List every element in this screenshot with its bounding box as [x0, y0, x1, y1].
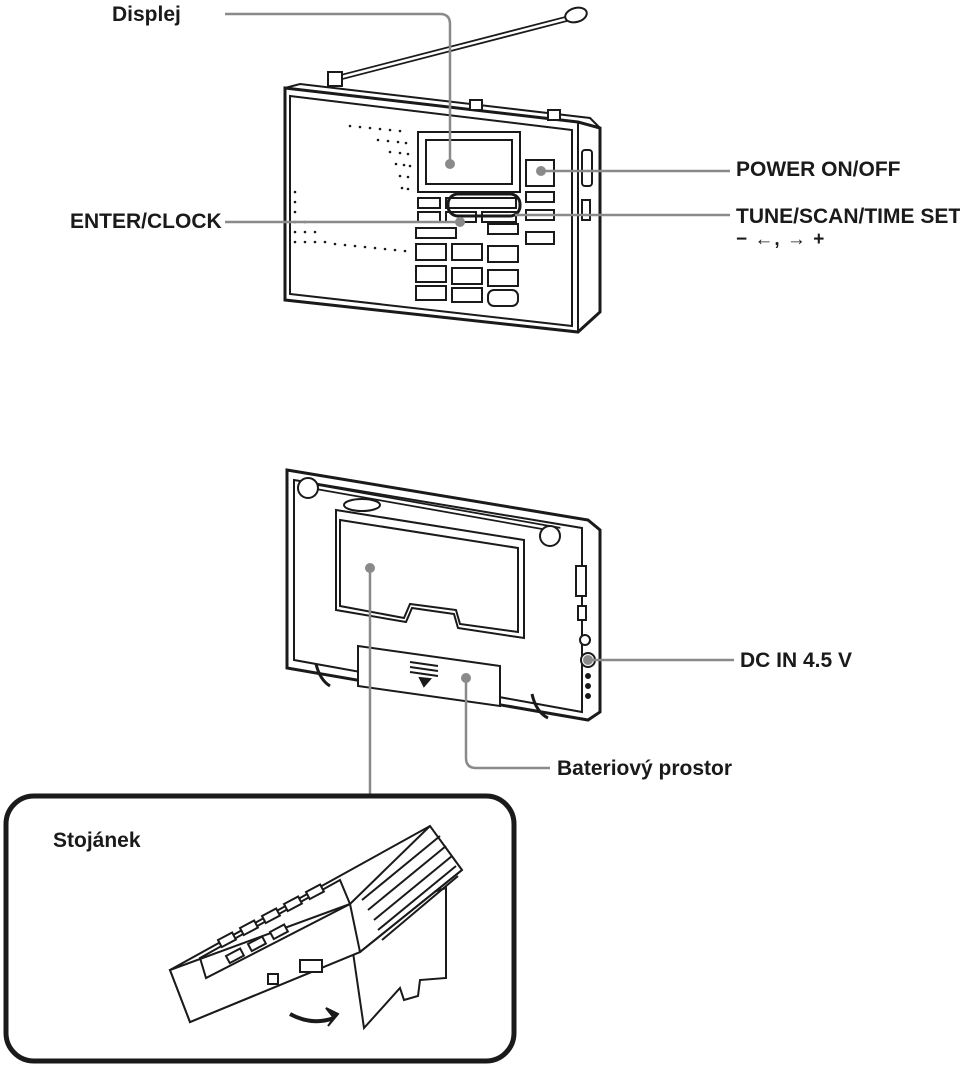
- label-tune-arrows: − ←, → +: [736, 229, 826, 250]
- label-power: POWER ON/OFF: [736, 158, 901, 181]
- label-tune: TUNE/SCAN/TIME SET: [736, 205, 960, 228]
- label-dc-in: DC IN 4.5 V: [740, 649, 853, 672]
- display-window: [417, 131, 521, 193]
- stand-inset-frame: [3, 793, 517, 1064]
- battery-marker: [461, 673, 471, 683]
- antenna: [327, 6, 588, 87]
- stand-illustration: [168, 824, 464, 1031]
- stand-marker: [365, 563, 375, 573]
- leader-lines-back: [368, 568, 734, 796]
- label-battery-compartment: Bateriový prostor: [557, 757, 733, 780]
- radio-back-view: [285, 468, 602, 722]
- enter-marker: [455, 217, 465, 227]
- label-stand: Stojánek: [53, 829, 141, 852]
- battery-compartment: [357, 644, 501, 708]
- dcin-marker: [583, 655, 593, 665]
- label-display: Displej: [112, 3, 181, 26]
- radio-front-view: [283, 6, 602, 334]
- speaker-grille: [293, 124, 412, 253]
- display-marker: [445, 159, 455, 169]
- label-enter-clock: ENTER/CLOCK: [70, 210, 222, 233]
- power-marker: [536, 166, 546, 176]
- leader-lines-front: [225, 12, 730, 224]
